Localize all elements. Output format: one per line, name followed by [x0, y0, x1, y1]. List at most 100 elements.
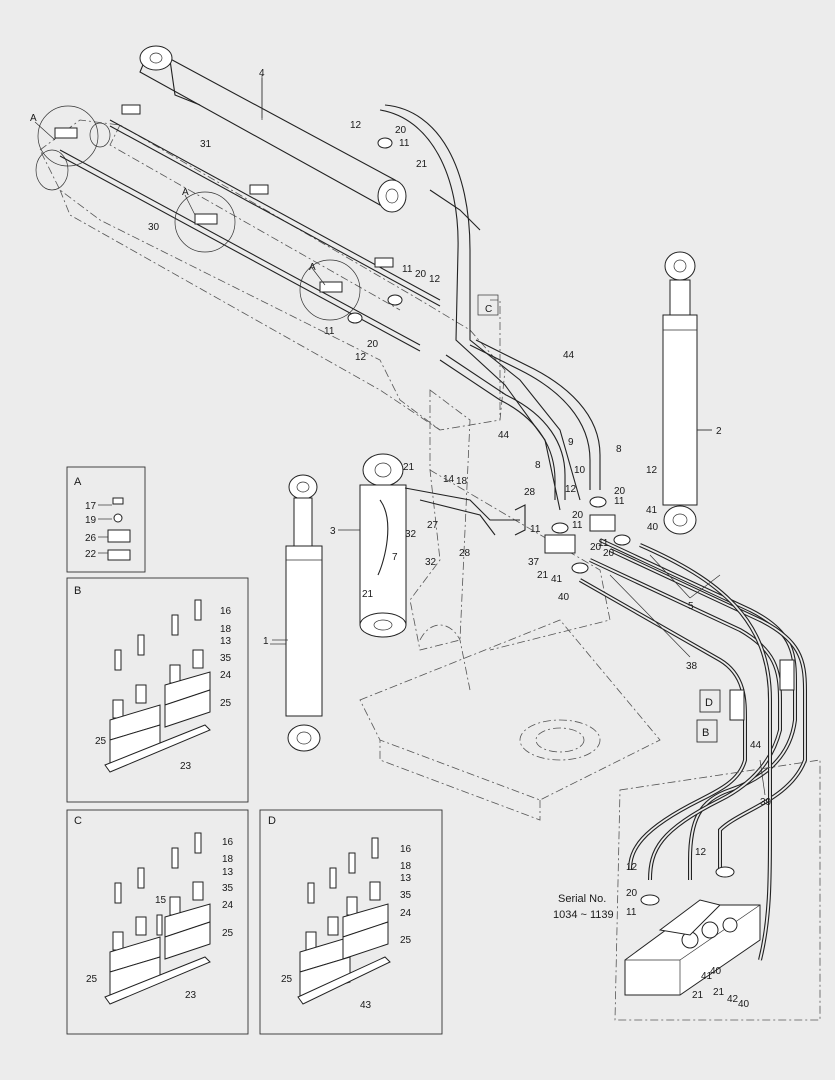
- detail-d-label: 43: [360, 1000, 372, 1011]
- detail-d-label: 24: [400, 908, 412, 919]
- callout: 10: [574, 465, 586, 476]
- callout: C: [485, 304, 492, 315]
- callout: 5: [688, 601, 694, 612]
- detail-b-label: 16: [220, 606, 232, 617]
- side-tags: D B: [477, 294, 721, 743]
- callout: 44: [498, 430, 510, 441]
- callout: 12: [695, 847, 707, 858]
- detail-box-b: B 16 18 13 35 24 25 25 23: [66, 577, 249, 803]
- callout: 7: [392, 552, 398, 563]
- detail-box-c: C 16 18 13 35 24 25 15 25 23: [66, 809, 249, 1035]
- callout: 20: [614, 486, 626, 497]
- boom-cylinder: [139, 45, 407, 213]
- boom-pipes: [59, 119, 441, 352]
- side-tag-b: B: [702, 727, 709, 739]
- detail-box-title: B: [74, 585, 81, 597]
- callout: A: [182, 187, 189, 198]
- detail-b-label: 35: [220, 653, 232, 664]
- swing-cylinder-1: [270, 474, 323, 752]
- callout: 28: [459, 548, 471, 559]
- callout: 12: [429, 274, 441, 285]
- detail-c-label: 15: [155, 895, 167, 906]
- callout: 2: [716, 426, 722, 437]
- detail-box-a: A 17 19 26 22: [66, 466, 146, 573]
- serial-label: Serial No.: [558, 893, 606, 905]
- callout: A: [30, 113, 37, 124]
- detail-d-label: 25: [281, 974, 293, 985]
- callout: 21: [403, 462, 415, 473]
- side-tag-d: D: [705, 697, 713, 709]
- detail-b-label: 25: [95, 736, 107, 747]
- cylinder-3: [359, 453, 407, 638]
- callout: 40: [647, 522, 659, 533]
- detail-d-label: 13: [400, 873, 412, 884]
- callout: 11: [402, 264, 413, 275]
- callout: 12: [350, 120, 362, 131]
- clamp-circles: [37, 104, 394, 321]
- callout: 21: [692, 990, 704, 1001]
- callout: 20: [572, 510, 584, 521]
- callout: 8: [616, 444, 622, 455]
- callout: 39: [760, 797, 772, 808]
- detail-c-label: 18: [222, 854, 234, 865]
- callout: 20: [395, 125, 407, 136]
- callout: 11: [530, 524, 541, 535]
- callout: 41: [701, 971, 713, 982]
- detail-box-title: D: [268, 815, 276, 827]
- detail-d-label: 25: [400, 935, 412, 946]
- callout-labels: 1 2 3 4 5 7 8 8 9 10 12 20 11 21 31 30 A…: [30, 68, 772, 1010]
- detail-b-label: 23: [180, 761, 192, 772]
- detail-c-label: 16: [222, 837, 234, 848]
- detail-b-label: 24: [220, 670, 232, 681]
- callout: 32: [405, 529, 417, 540]
- detail-a-label: 26: [85, 533, 97, 544]
- callout: 14: [443, 474, 455, 485]
- middle-hoses: [439, 339, 601, 500]
- callout: 20: [626, 888, 638, 899]
- detail-c-label: 23: [185, 990, 197, 1001]
- callout: 12: [626, 862, 638, 873]
- control-valve: [614, 759, 821, 1021]
- callout: 37: [528, 557, 540, 568]
- detail-b-label: 13: [220, 636, 232, 647]
- callout: 40: [710, 966, 722, 977]
- callout-leaders: [34, 78, 766, 796]
- callout: 28: [524, 487, 536, 498]
- callout: 11: [626, 907, 637, 918]
- callout: 41: [551, 574, 563, 585]
- callout: 12: [646, 465, 658, 476]
- detail-box-title: C: [74, 815, 82, 827]
- callout: 21: [537, 570, 549, 581]
- detail-d-label: 18: [400, 861, 412, 872]
- callout: 40: [738, 999, 750, 1010]
- detail-a-label: 17: [85, 501, 97, 512]
- callout: 11: [572, 520, 583, 531]
- callout: 12: [355, 352, 367, 363]
- callout: 20: [415, 269, 427, 280]
- right-hoses: [579, 538, 807, 961]
- detail-c-label: 25: [86, 974, 98, 985]
- detail-c-label: 25: [222, 928, 234, 939]
- detail-d-label: 35: [400, 890, 412, 901]
- callout: 11: [614, 496, 625, 507]
- callout: 20: [590, 542, 602, 553]
- detail-c-label: 13: [222, 867, 234, 878]
- detail-box-title: A: [74, 476, 82, 488]
- callout: 44: [750, 740, 762, 751]
- callout: A: [309, 262, 316, 273]
- detail-b-label: 18: [220, 624, 232, 635]
- serial-range: 1034 ~ 1139: [553, 909, 614, 921]
- callout: 21: [713, 987, 725, 998]
- cylinder-2: [662, 251, 712, 535]
- callout: 20: [367, 339, 379, 350]
- callout: 27: [427, 520, 439, 531]
- callout: 31: [200, 139, 212, 150]
- detail-d-label: 16: [400, 844, 412, 855]
- top-hoses: [379, 104, 581, 511]
- callout: 8: [535, 460, 541, 471]
- detail-a-label: 19: [85, 515, 97, 526]
- fittings-cluster: [347, 137, 735, 906]
- callout: 11: [399, 138, 410, 149]
- callout: 40: [558, 592, 570, 603]
